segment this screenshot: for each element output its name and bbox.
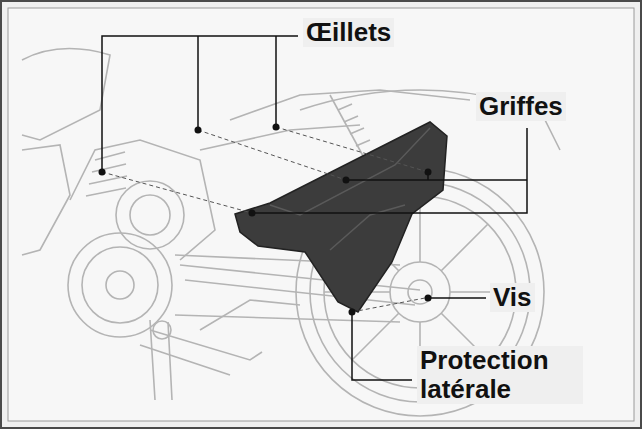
part-label: Vis — [490, 283, 535, 312]
side-cover-edge — [270, 128, 430, 215]
side-cover — [235, 122, 447, 312]
part-label: Griffes — [476, 92, 566, 121]
leader-lines — [102, 36, 527, 380]
inner-panel — [8, 8, 634, 421]
assembly-lines — [102, 127, 428, 312]
part-label: Protection latérale — [417, 346, 583, 404]
part-label: Œillets — [303, 18, 394, 47]
leader-dots — [99, 124, 432, 316]
side-cover-edge — [330, 205, 405, 250]
